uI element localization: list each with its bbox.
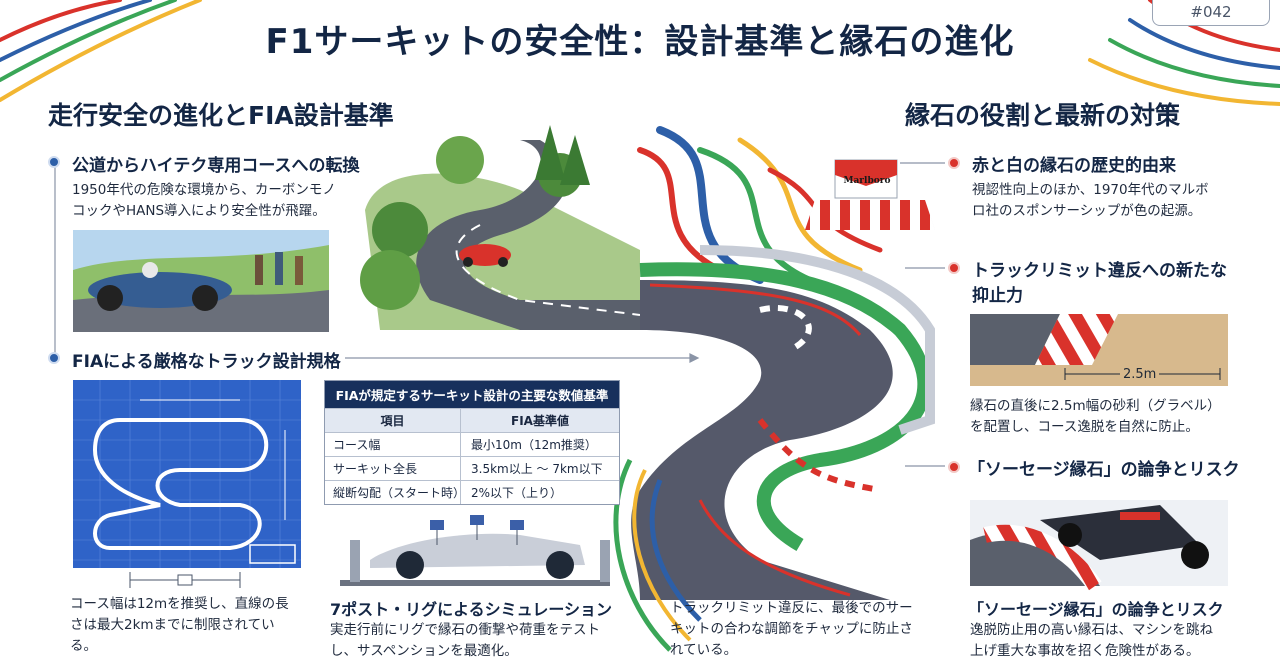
sausage-curb-photo: [970, 500, 1228, 591]
item-title-fia-standards: FIAによる厳格なトラック設計規格: [72, 352, 341, 372]
bullet-dot: [48, 156, 60, 168]
blueprint-scale-bar: [129, 572, 241, 588]
table-row: コース幅 最小10m（12m推奨）: [325, 432, 619, 456]
sponsor-sign-text: Marlboro: [843, 176, 891, 186]
issue-badge: #042: [1152, 0, 1270, 26]
table-cell: 最小10m（12m推奨）: [471, 438, 597, 452]
table-caption: FIAが規定するサーキット設計の主要な数値基準: [325, 381, 619, 408]
table-cell: 縦断勾配（スタート時）: [325, 481, 465, 504]
item-text-line: ロ社のスポンサーシップが色の起源。: [972, 203, 1202, 219]
rig-text-line: し、サスペンションを最適化。: [330, 643, 518, 659]
table-cell: コース幅: [325, 433, 461, 456]
vintage-car-photo: [73, 230, 329, 332]
item-text-line: 縁石の直後に2.5m幅の砂利（グラベル）: [970, 398, 1221, 414]
table-cell: 3.5km以上 ～ 7km以下: [471, 462, 603, 476]
corner-stripes-top-right: [1088, 0, 1280, 106]
center-caption-line: キットの合わな調節をチャップに防止さ: [670, 621, 913, 637]
rig-title: 7ポスト・リグによるシミュレーション: [330, 600, 613, 619]
item-text-line: コックやHANS導入により安全性が飛躍。: [72, 203, 326, 219]
bullet-dot: [948, 157, 960, 169]
curb-gravel-photo: [970, 314, 1228, 386]
sausage-caption-title: 「ソーセージ縁石」の論争とリスク: [968, 600, 1224, 619]
bullet-dot: [48, 352, 60, 364]
table-row: サーキット全長 3.5km以上 ～ 7km以下: [325, 456, 619, 480]
table-header-cell: FIA基準値: [511, 414, 569, 428]
sponsor-stand: [805, 159, 935, 230]
blueprint-caption-line: コース幅は12mを推奨し、直線の長: [70, 596, 289, 612]
item-title-road-to-track: 公道からハイテク専用コースへの転換: [72, 156, 360, 176]
blueprint-caption-line: る。: [70, 638, 97, 654]
country-road-scene: [360, 125, 641, 330]
item-text-line: 視認性向上のほか、1970年代のマルボ: [972, 182, 1209, 198]
blueprint-caption-line: さは最大2kmまでに制限されてい: [70, 617, 275, 633]
right-section-heading: 縁石の役割と最新の対策: [905, 101, 1181, 130]
bullet-dot: [948, 262, 960, 274]
left-section-heading: 走行安全の進化とFIA設計基準: [48, 101, 394, 130]
table-header-cell: 項目: [325, 409, 461, 432]
gravel-width-label: 2.5m: [1120, 367, 1160, 382]
item-text-line: 逸脱防止用の高い縁石は、マシンを跳ね: [970, 622, 1213, 638]
item-text-line: 1950年代の危険な環境から、カーボンモノ: [72, 182, 336, 198]
page-title: F1サーキットの安全性：設計基準と縁石の進化: [265, 22, 1015, 62]
main-track-curve: [613, 245, 935, 652]
item-title-track-limits: トラックリミット違反への新たな: [972, 261, 1227, 281]
item-text-line: 上げ重大な事故を招く危険性がある。: [970, 643, 1200, 659]
table-cell: 2%以下（上り）: [471, 486, 563, 500]
guardrail: [699, 245, 935, 435]
corner-stripes-top-left: [0, 0, 202, 102]
table-header-row: 項目 FIA基準値: [325, 408, 619, 432]
item-title-sausage-curb: 「ソーセージ縁石」の論争とリスク: [968, 460, 1240, 480]
seven-post-rig: [340, 515, 610, 586]
connector-lines: [54, 162, 945, 467]
item-title-track-limits-cont: 抑止力: [972, 286, 1023, 306]
track-blueprint: [73, 380, 301, 568]
rig-text-line: 実走行前にリグで縁石の衝撃や荷重をテスト: [330, 622, 600, 638]
fia-standards-table: FIAが規定するサーキット設計の主要な数値基準 項目 FIA基準値 コース幅 最…: [324, 380, 620, 505]
center-caption-line: トラックリミット違反に、最後でのサー: [670, 600, 913, 616]
table-cell: サーキット全長: [325, 457, 461, 480]
bullet-dot: [948, 461, 960, 473]
table-row: 縦断勾配（スタート時） 2%以下（上り）: [325, 480, 619, 504]
item-text-line: を配置し、コース逸脱を自然に防止。: [970, 419, 1199, 435]
item-title-curb-origin: 赤と白の縁石の歴史的由来: [972, 156, 1176, 176]
center-caption-line: れている。: [670, 642, 738, 658]
